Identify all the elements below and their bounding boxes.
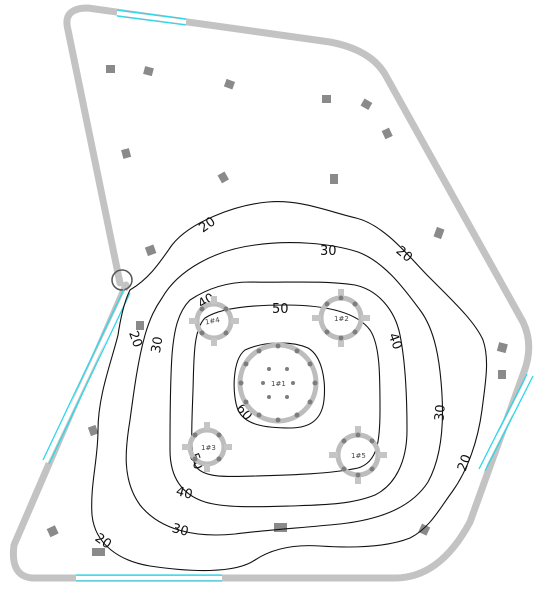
window-left	[42, 288, 131, 465]
furniture-block	[330, 174, 338, 184]
contour-label: 30	[432, 404, 448, 422]
window-top	[116, 9, 187, 26]
contour-label: 50	[272, 302, 289, 317]
contour-20	[91, 201, 488, 572]
contour-labels: 20 30 20 40 50 40 30 20 20 30 60 50 40 3…	[92, 214, 475, 552]
furniture-block	[433, 226, 445, 240]
luminaire-label: 1#1	[271, 380, 286, 388]
furniture-block	[121, 148, 132, 159]
luminaire-label: 1#2	[334, 315, 349, 323]
luminaire-1-2: 1#2	[312, 289, 370, 347]
luminaire-1-5: 1#5	[329, 426, 387, 484]
furniture-blocks	[46, 65, 508, 556]
furniture-block	[223, 78, 236, 90]
room-walls	[9, 4, 533, 582]
furniture-block	[217, 171, 229, 184]
contour-label: 20	[196, 214, 218, 236]
isolux-contours	[91, 201, 488, 572]
furniture-block	[143, 66, 154, 77]
furniture-block	[87, 424, 99, 437]
luminaire-label: 1#5	[351, 452, 366, 460]
furniture-block	[496, 342, 508, 354]
furniture-block	[418, 523, 431, 536]
contour-label: 20	[125, 329, 145, 350]
outer-wall	[9, 4, 533, 582]
furniture-block	[381, 127, 393, 140]
window-bottom	[76, 574, 222, 582]
contour-30	[125, 242, 444, 536]
contour-label: 40	[174, 484, 194, 503]
windows	[42, 9, 534, 582]
furniture-block	[92, 548, 105, 556]
furniture-block	[274, 523, 287, 532]
furniture-block	[106, 65, 115, 73]
luminaire-label: 1#3	[201, 444, 216, 452]
contour-40	[169, 281, 408, 508]
furniture-block	[46, 525, 59, 538]
luminaire-1-1: 1#1	[237, 342, 319, 424]
furniture-block	[136, 321, 144, 330]
luminaire-1-4: 1#4	[189, 296, 239, 346]
contour-50	[191, 304, 381, 478]
contour-label: 30	[149, 335, 167, 354]
contour-label: 20	[455, 453, 475, 474]
furniture-block	[144, 244, 157, 257]
contour-label: 30	[320, 244, 337, 259]
luminaires: 1#4 1#2 1#1	[182, 289, 387, 484]
luminaire-label: 1#4	[204, 316, 220, 327]
furniture-block	[322, 95, 331, 103]
wall-corner-column	[111, 269, 133, 291]
contour-label: 30	[170, 521, 190, 540]
furniture-block	[360, 98, 373, 110]
contour-60	[233, 342, 326, 429]
window-right	[478, 373, 534, 472]
luminaire-1-3: 1#3	[182, 422, 232, 472]
contour-label: 20	[393, 243, 415, 265]
contour-label: 40	[385, 331, 405, 352]
furniture-block	[498, 370, 506, 379]
